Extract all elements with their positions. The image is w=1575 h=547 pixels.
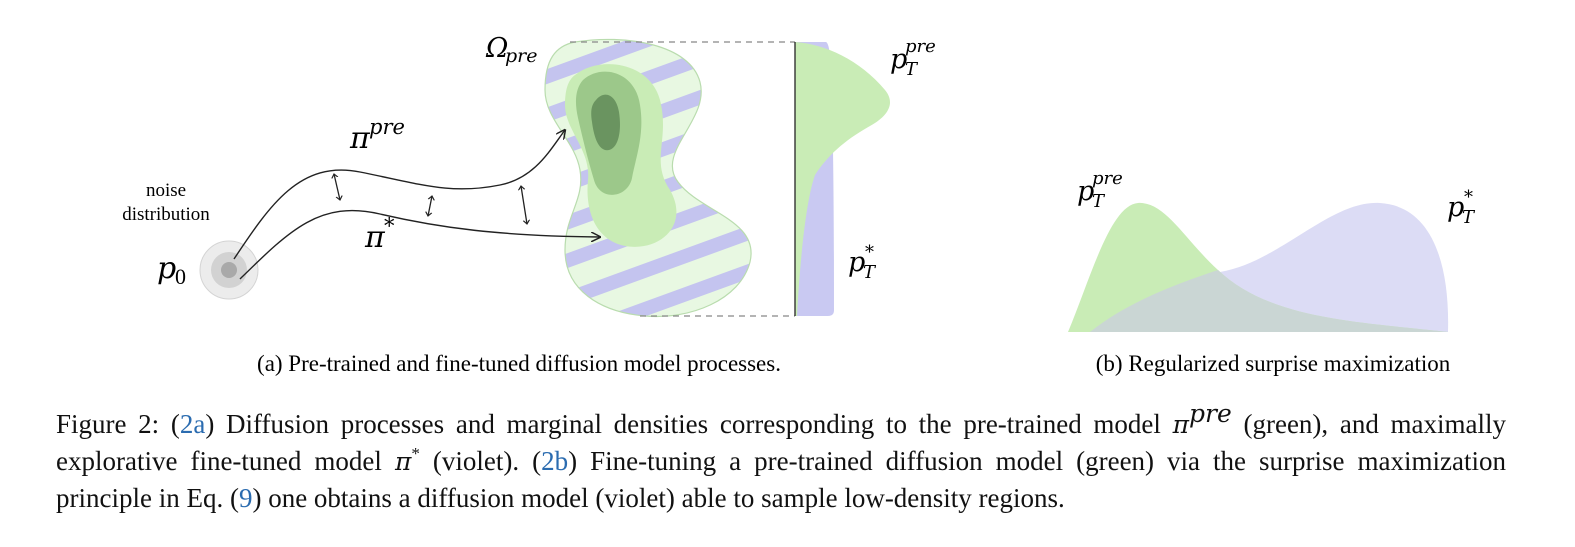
noise-label-line1: noise <box>146 180 186 201</box>
svg-text:*: * <box>1464 187 1473 208</box>
subcaption-b: (b) Regularized surprise maximization <box>1096 351 1451 376</box>
svg-text:p: p <box>890 44 907 75</box>
svg-text:*: * <box>384 214 395 238</box>
svg-text:π: π <box>349 121 371 156</box>
svg-text:pre: pre <box>905 36 936 57</box>
pT-star-label-a: p T * <box>848 242 877 283</box>
divergence-arrow-1 <box>334 174 340 200</box>
svg-text:T: T <box>863 262 877 283</box>
noise-distribution-blob <box>199 240 259 300</box>
svg-text:pre: pre <box>1092 168 1123 189</box>
pT-pre-label-b: p T pre <box>1077 168 1123 212</box>
svg-text:pre: pre <box>505 45 538 67</box>
pT-star-label-b: p T * <box>1447 187 1476 228</box>
pi-pre-trajectory <box>233 130 565 260</box>
noise-label-line2: distribution <box>122 204 210 225</box>
marginal-densities-a <box>794 42 890 316</box>
ref-2b-link[interactable]: 2b <box>541 446 569 476</box>
p0-label: p 0 <box>157 251 186 289</box>
figure-graphic: noise distribution p 0 Ω pre π pre <box>122 33 1476 376</box>
pi-pre-label: π pre <box>349 115 405 156</box>
panel-b: p T pre p T * (b) Regularized surprise m… <box>1068 168 1476 376</box>
svg-text:T: T <box>1092 191 1106 212</box>
svg-text:p: p <box>1447 192 1464 223</box>
figure-caption: Figure 2: (2a) Diffusion processes and m… <box>56 399 1507 513</box>
svg-text:0: 0 <box>175 264 186 289</box>
subcaption-a: (a) Pre-trained and fine-tuned diffusion… <box>257 351 781 376</box>
svg-text:p: p <box>157 251 176 286</box>
divergence-arrow-3 <box>521 186 527 224</box>
panel-a: noise distribution p 0 Ω pre π pre <box>122 33 936 376</box>
svg-text:p: p <box>848 247 865 278</box>
svg-text:pre: pre <box>369 115 405 139</box>
pT-pre-density <box>795 42 890 316</box>
ref-2a-link[interactable]: 2a <box>179 409 206 439</box>
svg-text:T: T <box>905 59 919 80</box>
divergence-arrow-2 <box>428 196 432 216</box>
svg-text:p: p <box>1077 176 1094 207</box>
ref-eq-9-link[interactable]: 9 <box>238 483 253 513</box>
omega-pre-label: Ω pre <box>485 33 538 67</box>
pi-star-label: π * <box>364 214 395 255</box>
svg-text:Ω: Ω <box>485 33 508 64</box>
svg-text:π: π <box>364 220 386 255</box>
pT-pre-label-a: p T pre <box>890 36 936 80</box>
overlap-region <box>1090 270 1448 332</box>
svg-text:T: T <box>1462 207 1476 228</box>
pi-star-trajectory <box>239 209 600 280</box>
omega-pre-region <box>544 38 752 318</box>
svg-text:*: * <box>865 242 874 263</box>
